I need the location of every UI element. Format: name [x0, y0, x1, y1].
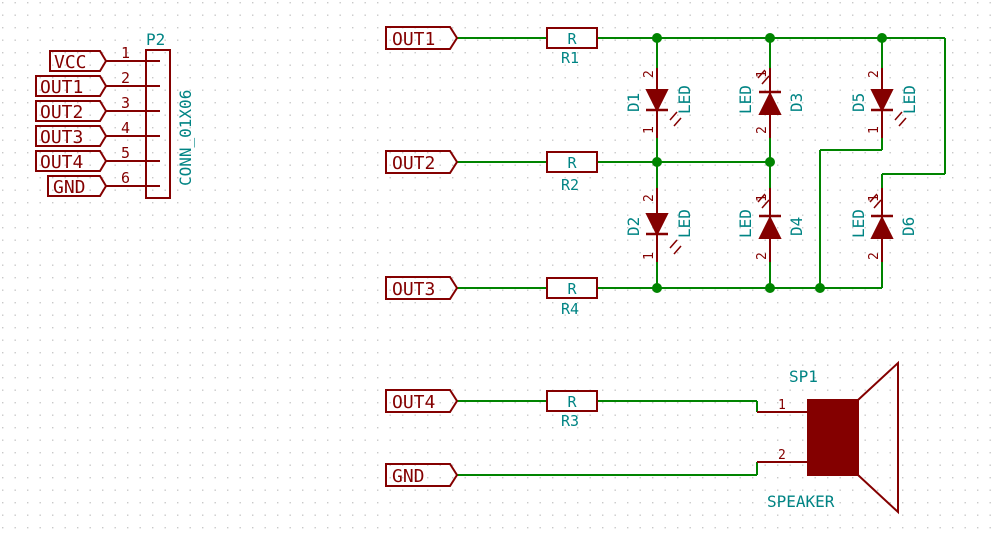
led-ref: D2: [624, 217, 643, 236]
net-label-out3[interactable]: OUT3: [392, 279, 435, 300]
led-pin-number: 1: [642, 126, 657, 134]
connector-label-out2: OUT2: [40, 102, 83, 123]
connector-ref: P2: [146, 30, 165, 49]
net-label-out2-frame: [385, 150, 459, 174]
led-value: LED: [675, 85, 694, 114]
led-pin-number: 1: [755, 70, 770, 78]
junction-dot: [652, 283, 662, 293]
connector-pin-number: 3: [121, 94, 130, 112]
net-label-out2[interactable]: OUT2: [392, 153, 435, 174]
led-d1[interactable]: 2 1 D1 LED: [624, 68, 694, 138]
resistor-ref: R2: [561, 176, 579, 194]
resistor-value: R: [567, 280, 577, 298]
connector-label-out2-frame: [35, 100, 108, 122]
connector-label-vcc: VCC: [54, 52, 87, 73]
junction-dot: [652, 157, 662, 167]
led-value: LED: [736, 209, 755, 238]
led-pin-number: 2: [867, 70, 882, 78]
connector-label-out3: OUT3: [40, 127, 83, 148]
resistor-ref: R3: [561, 412, 579, 430]
resistor-r1[interactable]: R R1: [546, 27, 598, 67]
led-ref: D1: [624, 93, 643, 112]
resistor-value: R: [567, 30, 577, 48]
speaker-body: [807, 399, 859, 476]
led-ref: D6: [899, 217, 918, 236]
resistor-ref: R1: [561, 49, 579, 67]
speaker-pin-number: 2: [778, 448, 786, 463]
led-ref: D4: [787, 217, 806, 236]
connector-pin-number: 5: [121, 144, 130, 162]
net-label-out4[interactable]: OUT4: [392, 392, 435, 413]
led-value: LED: [900, 85, 919, 114]
connector-label-out1-frame: [35, 75, 108, 97]
connector-pin-number: 4: [121, 119, 130, 137]
led-d3[interactable]: 1 2 LED D3: [736, 68, 806, 138]
led-value: LED: [736, 85, 755, 114]
led-pin-number: 2: [642, 70, 657, 78]
led-pin-number: 1: [867, 126, 882, 134]
led-value: LED: [849, 209, 868, 238]
connector-label-gnd: GND: [53, 177, 86, 198]
led-pin-number: 1: [867, 194, 882, 202]
led-value: LED: [675, 209, 694, 238]
junction-dot: [765, 157, 775, 167]
connector-body: [145, 49, 171, 199]
connector-label-gnd-frame: [47, 175, 108, 197]
speaker-value: SPEAKER: [767, 492, 835, 511]
speaker-sp1[interactable]: 1 2 SP1 SPEAKER: [757, 360, 899, 515]
net-label-out4-frame: [385, 389, 459, 413]
resistor-r3[interactable]: R R3: [546, 390, 598, 430]
connector-label-out1: OUT1: [40, 77, 83, 98]
resistor-r4[interactable]: R R4: [546, 277, 598, 318]
connector-p2[interactable]: P2 CONN_01X06 1 2 3 4 5 6 VCC OUT1 OUT2 …: [35, 30, 195, 199]
connector-pin-number: 2: [121, 69, 130, 87]
speaker-pin-number: 1: [778, 398, 786, 413]
led-pin-number: 2: [642, 194, 657, 202]
junction-dot: [652, 33, 662, 43]
junction-dot: [877, 33, 887, 43]
led-pin-number: 1: [642, 252, 657, 260]
connector-label-out4-frame: [35, 150, 108, 172]
resistor-value: R: [567, 393, 577, 411]
resistor-r2[interactable]: R R2: [546, 151, 598, 194]
connector-label-out3-frame: [35, 125, 108, 147]
junctions: [652, 33, 887, 293]
connector-pin-number: 6: [121, 169, 130, 187]
connector-value: CONN_01X06: [176, 90, 195, 186]
net-label-gnd[interactable]: GND: [392, 466, 425, 487]
led-d4[interactable]: 1 2 LED D4: [736, 188, 806, 262]
led-d6[interactable]: 1 2 LED D6: [849, 188, 918, 262]
speaker-cone: [857, 360, 899, 515]
led-d5[interactable]: 2 1 D5 LED: [849, 68, 919, 138]
led-pin-number: 2: [867, 252, 882, 260]
net-label-out3-frame: [385, 276, 459, 300]
net-label-gnd-frame: [385, 463, 459, 487]
led-pin-number: 1: [755, 194, 770, 202]
junction-dot: [765, 33, 775, 43]
led-ref: D5: [849, 93, 868, 112]
led-d2[interactable]: 2 1 D2 LED: [624, 188, 694, 262]
speaker-ref: SP1: [789, 367, 818, 386]
connector-pin-number: 1: [121, 44, 130, 62]
led-pin-number: 2: [755, 126, 770, 134]
junction-dot: [765, 283, 775, 293]
net-label-out1[interactable]: OUT1: [392, 29, 435, 50]
connector-label-vcc-frame: [49, 50, 108, 72]
led-pin-number: 2: [755, 252, 770, 260]
resistor-ref: R4: [561, 300, 579, 318]
led-ref: D3: [787, 93, 806, 112]
connector-label-out4: OUT4: [40, 152, 83, 173]
junction-dot: [815, 283, 825, 293]
resistor-value: R: [567, 154, 577, 172]
net-label-out1-frame: [385, 26, 459, 50]
